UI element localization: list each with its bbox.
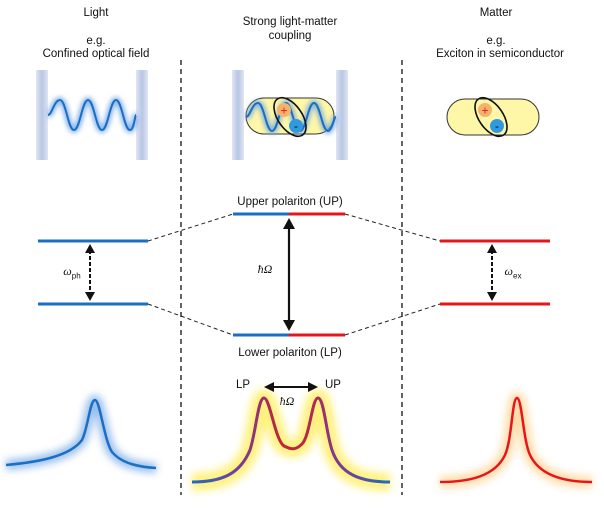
mirror-left	[36, 70, 48, 160]
optical-cavity-light	[36, 70, 148, 160]
coupling-title-line1: Strong light-matter	[242, 16, 338, 28]
connector-exciton-up	[344, 213, 441, 242]
exciton-spectrum	[439, 391, 593, 488]
photon-spectrum	[5, 394, 157, 473]
spectrum-lp-label: LP	[235, 379, 251, 391]
photon-arrow	[85, 244, 95, 301]
connector-photon-lp	[147, 303, 234, 336]
connector-exciton-lp	[344, 303, 441, 336]
matter-eg: e.g.	[486, 35, 506, 47]
mirror-left-coupled	[232, 70, 244, 160]
matter-example: Exciton in semiconductor	[436, 48, 564, 60]
coupling-title-line2: coupling	[268, 30, 312, 42]
matter-title: Matter	[479, 7, 513, 19]
light-example: Confined optical field	[42, 48, 150, 60]
upper-polariton-label: Upper polariton (UP)	[237, 196, 343, 208]
polariton-spectrum	[191, 388, 391, 491]
rabi-arrow	[283, 218, 295, 331]
exciton-ring	[474, 96, 508, 138]
spectrum-rabi-arrow	[264, 382, 318, 392]
mirror-right	[136, 70, 148, 160]
rabi-splitting-label: ħΩ	[257, 262, 273, 276]
hole-icon	[478, 103, 492, 117]
hole-charge-coupled: +	[280, 104, 287, 118]
lower-polariton-label: Lower polariton (LP)	[238, 347, 342, 359]
exciton-ring-coupled	[273, 96, 307, 138]
electron-charge-coupled: -	[294, 119, 298, 133]
light-eg: e.g.	[86, 35, 106, 47]
exciton-matter: + -	[446, 96, 540, 138]
cavity-wave	[47, 98, 137, 132]
exciton-arrow	[487, 244, 497, 301]
electron-icon-coupled	[289, 119, 303, 133]
mirror-right-coupled	[336, 70, 348, 160]
hole-charge: +	[481, 104, 488, 118]
electron-icon	[490, 119, 504, 133]
connector-photon-up	[147, 213, 234, 242]
electron-charge: -	[495, 119, 499, 133]
photon-frequency-label: ωph	[63, 264, 81, 281]
cavity-wave-coupled	[245, 101, 337, 133]
spectrum-rabi-label: ħΩ	[279, 394, 295, 408]
exciton-frequency-label: ωex	[504, 264, 522, 281]
spectrum-up-label: UP	[325, 379, 341, 391]
hole-icon-coupled	[277, 103, 291, 117]
optical-cavity-coupled: + -	[232, 70, 348, 160]
light-title: Light	[83, 7, 109, 19]
